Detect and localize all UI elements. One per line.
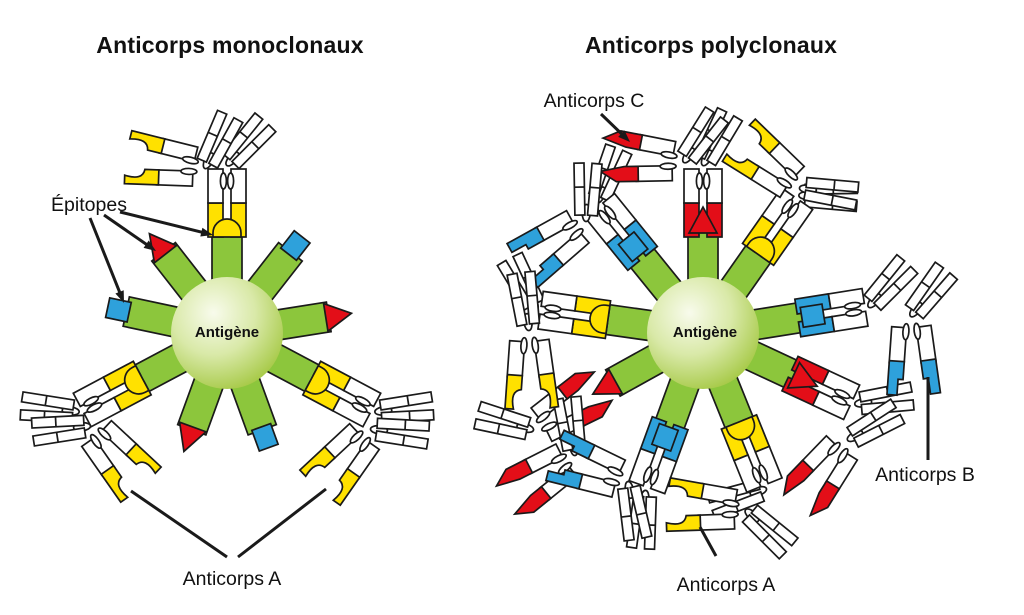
epitope-tip-dome bbox=[212, 218, 242, 238]
epitope-tip-triangle bbox=[591, 367, 624, 395]
epitope-red-triangle bbox=[687, 229, 719, 284]
epitope-tip-square bbox=[250, 422, 280, 453]
epitope-yellow-dome bbox=[211, 229, 243, 284]
anticorps-a-label-monoclonal: Anticorps A bbox=[182, 568, 282, 590]
epitope-tip-dome bbox=[123, 364, 150, 395]
antigen-sphere bbox=[647, 277, 759, 389]
epitope-tip-dome bbox=[745, 236, 776, 264]
antigen-label-monoclonal: Antigène bbox=[194, 324, 260, 341]
epitope-tip-square bbox=[279, 229, 312, 262]
anticorps-a-label-polyclonal: Anticorps A bbox=[676, 574, 776, 596]
free-antibody-red bbox=[782, 398, 906, 518]
free-antibody-blue bbox=[886, 260, 959, 397]
antigen-label-polyclonal: Antigène bbox=[672, 324, 738, 341]
bound-antibody-red bbox=[683, 106, 744, 238]
free-antibody-yellow bbox=[298, 417, 431, 507]
free-antibody-blue bbox=[544, 429, 653, 542]
pointer-line bbox=[698, 526, 718, 557]
epitope-tip-triangle bbox=[786, 360, 819, 389]
epitope-tip-square bbox=[104, 296, 133, 323]
bound-antibody-yellow bbox=[301, 360, 435, 428]
epitope-tip-dome bbox=[304, 364, 331, 395]
epitope-tip-square bbox=[650, 422, 680, 453]
epitope-tip-triangle bbox=[322, 302, 354, 333]
anticorps-b-label: Anticorps B bbox=[875, 464, 975, 486]
free-antibody-yellow bbox=[665, 476, 800, 560]
antigen-sphere bbox=[171, 277, 283, 389]
anticorps-c-label: Anticorps C bbox=[543, 90, 645, 112]
pointer-line bbox=[237, 487, 327, 559]
free-antibody-yellow bbox=[123, 109, 244, 187]
free-antibody-yellow bbox=[30, 414, 163, 504]
epitope-tip-dome bbox=[589, 304, 611, 335]
free-antibody-red bbox=[597, 105, 730, 183]
epitope-tip-triangle bbox=[687, 205, 719, 234]
epitope-tip-triangle bbox=[178, 420, 208, 454]
epitope-tip-square bbox=[617, 230, 650, 263]
pointer-line bbox=[130, 489, 228, 559]
pointer-line bbox=[88, 217, 124, 303]
pointer-line bbox=[599, 112, 630, 142]
free-antibody-yellow bbox=[721, 117, 860, 211]
free-antibody-blue bbox=[505, 162, 603, 289]
free-antibody-yellow bbox=[504, 270, 560, 411]
bound-antibody-yellow bbox=[207, 111, 277, 238]
panel-polyclonal bbox=[472, 105, 959, 560]
panel-title-polyclonal: Anticorps polyclonaux bbox=[584, 32, 838, 58]
epitope-tip-dome bbox=[724, 415, 756, 441]
pointer-line bbox=[103, 213, 156, 251]
epitopes-label: Épitopes bbox=[51, 194, 127, 216]
epitope-tip-square bbox=[799, 303, 827, 329]
panel-monoclonal bbox=[19, 109, 435, 559]
bound-antibody-blue bbox=[793, 253, 919, 338]
panel-title-monoclonal: Anticorps monoclonaux bbox=[96, 32, 364, 58]
pointer-line bbox=[119, 210, 213, 237]
